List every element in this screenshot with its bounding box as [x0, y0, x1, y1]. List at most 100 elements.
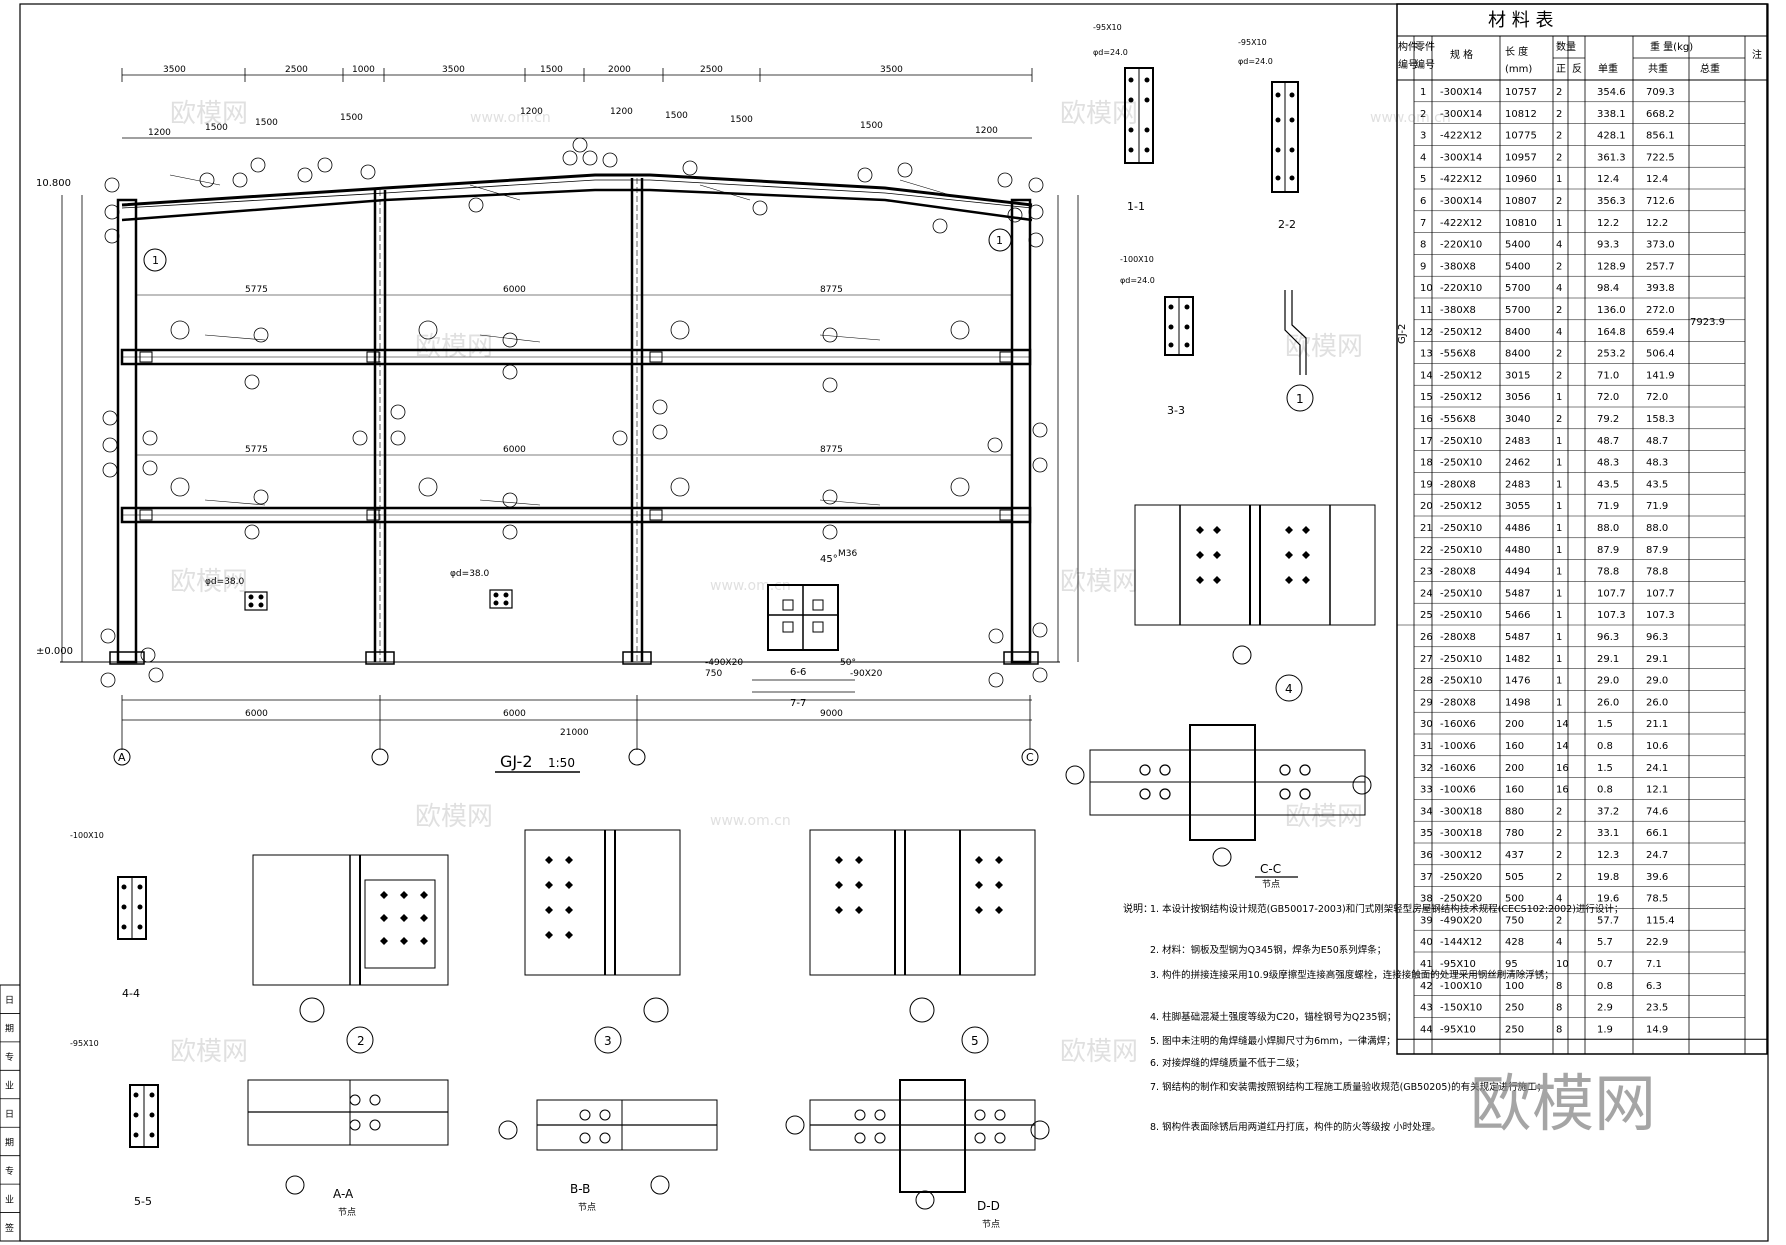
cell-qty: 8 [1556, 1024, 1562, 1035]
note-item: 5. 图中未注明的角焊缝最小焊脚尺寸为6mm，一律满焊； [1150, 1035, 1396, 1047]
section-3-3: 3-3 [1167, 404, 1185, 417]
cell-total-weight: 7.1 [1646, 959, 1662, 970]
cell-part-no: 16 [1420, 414, 1433, 425]
cell-qty: 2 [1556, 261, 1562, 272]
cell-part-no: 27 [1420, 654, 1433, 665]
dim-bay: 9000 [820, 709, 843, 719]
cell-part-no: 23 [1420, 567, 1433, 578]
note-item: 6. 对接焊缝的焊缝质量不低于二级； [1150, 1057, 1305, 1069]
section-details-left-labels: 4-4 5-5 -100X10 -95X10 [70, 831, 152, 1208]
cell-total-weight: 373.0 [1646, 240, 1675, 251]
cell-part-no: 1 [1420, 87, 1426, 98]
plate-label: φd=24.0 [1120, 276, 1155, 285]
notes-block: 说明： 1. 本设计按钢结构设计规范(GB50017-2003)和门式刚架轻型房… [1123, 902, 1623, 1133]
cell-part-no: 15 [1420, 392, 1433, 403]
cell-spec: -380X8 [1440, 305, 1476, 316]
cell-spec: -220X10 [1440, 283, 1482, 294]
cell-member: GJ-2 [1397, 324, 1408, 344]
title-block-label: 签 [5, 1222, 14, 1234]
cell-part-no: 11 [1420, 305, 1433, 316]
cell-unit-weight: 253.2 [1597, 349, 1626, 360]
cell-unit-weight: 428.1 [1597, 131, 1626, 142]
cell-spec: -300X14 [1440, 152, 1482, 163]
cell-spec: -250X10 [1440, 654, 1482, 665]
node-details-middle-labels: 2 3 5 [357, 1034, 979, 1048]
cell-total-weight: 115.4 [1646, 915, 1675, 926]
cell-total-weight: 272.0 [1646, 305, 1675, 316]
cell-length: 4486 [1505, 523, 1530, 534]
cell-part-no: 39 [1420, 915, 1433, 926]
label-bolt: φd=38.0 [205, 577, 245, 587]
cell-part-no: 13 [1420, 349, 1433, 360]
cell-spec: -422X12 [1440, 218, 1482, 229]
cell-part-no: 14 [1420, 370, 1433, 381]
cell-unit-weight: 1.5 [1597, 763, 1613, 774]
cell-length: 10960 [1505, 174, 1537, 185]
cell-unit-weight: 19.8 [1597, 872, 1619, 883]
dim-total: 21000 [560, 728, 589, 738]
cell-part-no: 2 [1420, 109, 1426, 120]
callout-2: 2 [357, 1034, 365, 1048]
cell-total-weight: 71.9 [1646, 501, 1668, 512]
cell-qty: 2 [1556, 87, 1562, 98]
cell-length: 250 [1505, 1024, 1524, 1035]
node-label: 节点 [982, 1219, 1000, 1230]
logo-watermark: 欧模网 [1470, 1067, 1656, 1140]
cell-length: 1482 [1505, 654, 1530, 665]
cell-total-weight: 23.5 [1646, 1003, 1668, 1014]
cell-part-no: 17 [1420, 436, 1433, 447]
cell-unit-weight: 79.2 [1597, 414, 1619, 425]
section-b-b: B-B [570, 1182, 590, 1196]
note-item: 2. 材料：钢板及型钢为Q345钢，焊条为E50系列焊条； [1150, 944, 1386, 956]
cell-length: 4480 [1505, 545, 1530, 556]
cell-spec: -300X18 [1440, 806, 1482, 817]
cell-length: 5487 [1505, 588, 1530, 599]
cell-total-weight: 43.5 [1646, 479, 1668, 490]
cell-total-weight: 12.2 [1646, 218, 1668, 229]
header-part-no: 编号 [1415, 58, 1435, 71]
cell-spec: -556X8 [1440, 349, 1476, 360]
cell-qty: 1 [1556, 392, 1562, 403]
cell-total-weight: 29.0 [1646, 676, 1668, 687]
node-label: 节点 [578, 1202, 596, 1213]
cell-length: 1498 [1505, 697, 1530, 708]
cell-qty: 2 [1556, 152, 1562, 163]
cell-length: 2483 [1505, 436, 1530, 447]
dim-second: 1500 [665, 111, 688, 121]
dim-top: 3500 [163, 65, 186, 75]
watermark-text: 欧模网 [415, 332, 493, 362]
cell-total-weight: 26.0 [1646, 697, 1668, 708]
label-bolt: -490X20 [705, 658, 743, 668]
cell-length: 1476 [1505, 676, 1530, 687]
title-block-label: 专 [5, 1165, 14, 1177]
cell-spec: -220X10 [1440, 240, 1482, 251]
title-block-label: 专 [5, 1051, 14, 1063]
dim-second: 1200 [610, 107, 633, 117]
cell-unit-weight: 29.1 [1597, 654, 1619, 665]
cell-spec: -280X8 [1440, 632, 1476, 643]
cell-unit-weight: 0.7 [1597, 959, 1613, 970]
cell-total-weight: 22.9 [1646, 937, 1668, 948]
title-block-label: 业 [5, 1081, 14, 1092]
title-block-label: 期 [5, 1137, 14, 1148]
cell-unit-weight: 33.1 [1597, 828, 1619, 839]
cell-spec: -95X10 [1440, 1024, 1476, 1035]
cell-unit-weight: 57.7 [1597, 915, 1619, 926]
cell-total-weight: 158.3 [1646, 414, 1675, 425]
elevation-top: 10.800 [36, 178, 71, 189]
cell-unit-weight: 164.8 [1597, 327, 1626, 338]
notes-title: 说明： [1123, 902, 1153, 915]
note-item: 3. 构件的拼接连接采用10.9级摩擦型连接高强度螺栓，连接接触面的处理采用钢丝… [1150, 969, 1554, 981]
cell-length: 160 [1505, 785, 1524, 796]
header-total-weight: 共重 [1648, 62, 1668, 75]
section-6-6: 6-6 [790, 667, 806, 678]
axis-label-c: C [1026, 751, 1034, 764]
watermark-text: 欧模网 [1060, 99, 1138, 129]
dim-inner: 8775 [820, 445, 843, 455]
dim-top: 3500 [442, 65, 465, 75]
node-label: 节点 [1262, 879, 1280, 890]
cell-part-no: 22 [1420, 545, 1433, 556]
section-a-a: A-A [333, 1187, 354, 1201]
header-qty-back: 反 [1572, 63, 1582, 75]
